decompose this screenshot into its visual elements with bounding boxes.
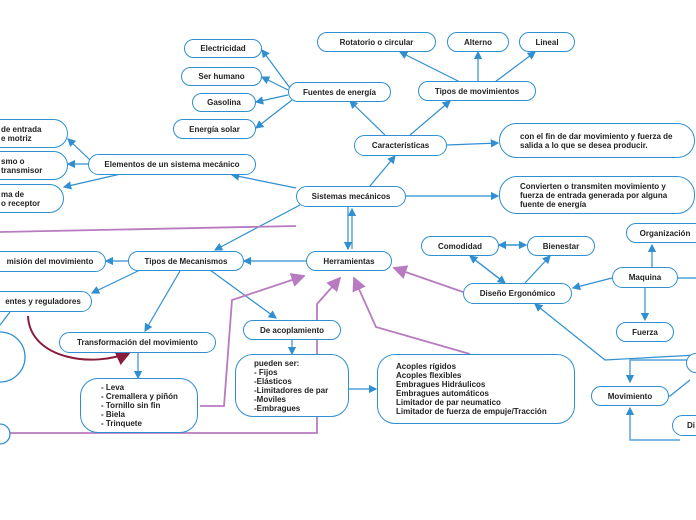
node-energia-solar[interactable]: Energía solar xyxy=(173,119,256,139)
node-lista-transformacion[interactable]: - Leva - Cremallera y piñón - Tornillo s… xyxy=(80,378,198,433)
node-alterno[interactable]: Alterno xyxy=(447,32,509,52)
node-diseno-ergonomico[interactable]: Diseño Ergonómico xyxy=(463,283,572,304)
link-elementos-entrada xyxy=(67,138,91,161)
purple-lista-herr xyxy=(200,273,306,407)
node-fuentes-energia[interactable]: Fuentes de energía xyxy=(288,82,391,102)
node-transmision[interactable]: misión del movimiento xyxy=(0,251,106,272)
node-gasolina[interactable]: Gasolina xyxy=(192,93,256,112)
link-reguladores-left xyxy=(0,311,11,326)
link-fuentes-humano xyxy=(260,76,289,91)
node-transmisor[interactable]: smo o transmisor xyxy=(0,151,68,180)
node-fuerza[interactable]: Fuerza xyxy=(616,322,674,342)
node-reguladores[interactable]: entes y reguladores xyxy=(0,291,92,312)
node-elementos[interactable]: Elementos de un sistema mecánico xyxy=(88,154,256,175)
link-di-movimiento xyxy=(625,406,680,441)
link-tiposmec-transformacion xyxy=(144,270,181,333)
node-transformacion[interactable]: Transformación del movimiento xyxy=(59,332,216,353)
link-tiposmec-reguladores xyxy=(90,269,141,294)
purple-acoples-herr xyxy=(352,276,471,355)
node-pueden-ser[interactable]: pueden ser: - Fijos -Elásticos -Limitado… xyxy=(235,354,349,417)
node-maquina[interactable]: Maquina xyxy=(612,267,678,288)
maroon-reguladores-transformacion xyxy=(27,315,132,366)
partial-left-node-1 xyxy=(0,331,26,383)
node-comodidad[interactable]: Comodidad xyxy=(421,236,499,256)
node-rotatorio[interactable]: Rotatorio o circular xyxy=(317,32,436,52)
link-sistemas-caracteristicas xyxy=(369,155,396,187)
node-lineal[interactable]: Lineal xyxy=(519,32,575,52)
node-movimiento[interactable]: Movimiento xyxy=(591,386,669,406)
link-tiposmec-acoplamiento xyxy=(209,269,277,319)
link-diseno-bienestar xyxy=(524,255,551,284)
node-convierten[interactable]: Convierten o transmiten movimiento y fue… xyxy=(499,176,695,214)
node-di[interactable]: Di xyxy=(672,415,696,436)
link-caract-fin xyxy=(446,139,500,148)
link-right-lower xyxy=(669,379,691,397)
link-caract-fuentes xyxy=(349,100,386,136)
node-entrada-motriz[interactable]: de entrada e motriz xyxy=(0,119,68,148)
node-herramientas[interactable]: Herramientas xyxy=(306,251,392,271)
link-right-diseno xyxy=(534,303,696,361)
link-right-movimiento xyxy=(625,359,690,384)
node-sistemas-mecanicos[interactable]: Sistemas mecánicos xyxy=(296,186,406,207)
link-sistemas-elementos xyxy=(230,172,297,189)
node-tipos-movimientos[interactable]: Tipos de movimientos xyxy=(418,81,536,101)
purple-sistemas-left xyxy=(0,225,297,233)
link-elementos-receptor xyxy=(62,172,126,190)
link-fuentes-gasolina xyxy=(254,94,289,105)
node-bienestar[interactable]: Bienestar xyxy=(527,236,595,256)
link-tipos-rotatorio xyxy=(398,51,461,83)
link-fuentes-solar xyxy=(255,99,293,129)
node-organizacion[interactable]: Organización xyxy=(626,223,696,243)
node-electricidad[interactable]: Electricidad xyxy=(184,39,262,58)
link-maquina-diseno xyxy=(571,277,613,291)
link-caract-tipos xyxy=(409,100,451,136)
node-ser-humano[interactable]: Ser humano xyxy=(181,67,262,86)
link-fuentes-electricidad xyxy=(261,49,291,89)
purple-diseno-herr xyxy=(392,265,464,293)
link-tipos-lineal xyxy=(494,51,536,83)
link-comodidad-diseno xyxy=(469,255,506,284)
node-acoplamiento[interactable]: De acoplamiento xyxy=(243,320,341,340)
partial-left-node-2 xyxy=(0,423,11,445)
node-acoples[interactable]: Acoples rígidos Acoples flexibles Embrag… xyxy=(377,354,575,424)
node-fin-movimiento[interactable]: con el fin de dar movimiento y fuerza de… xyxy=(499,123,695,158)
node-receptor[interactable]: ma de o receptor xyxy=(0,184,64,213)
node-tipos-mecanismos[interactable]: Tipos de Mecanismos xyxy=(128,251,244,271)
node-caracteristicas[interactable]: Características xyxy=(354,135,447,156)
